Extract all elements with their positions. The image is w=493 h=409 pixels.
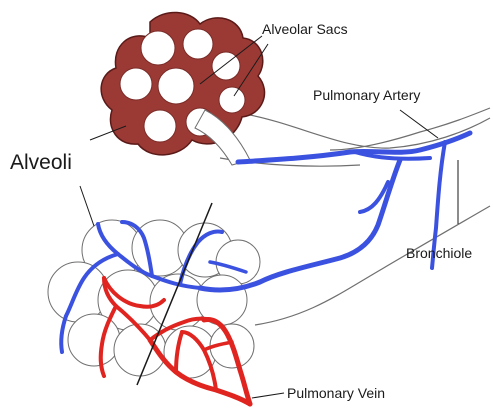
sac-opening-5	[158, 68, 194, 104]
bronchiole-upper-wall	[250, 115, 490, 148]
label-alveolar-sacs: Alveolar Sacs	[262, 22, 348, 36]
sac-opening-6	[219, 87, 245, 113]
bronchiole-inner-wall	[330, 108, 490, 150]
bronchiole-lower-wall	[255, 206, 490, 325]
leader-pulmonary-vein	[252, 393, 284, 398]
label-alveoli: Alveoli	[10, 152, 72, 173]
sac-opening-2	[183, 29, 213, 59]
sac-opening-4	[120, 68, 152, 100]
artery-main-trunk	[238, 133, 470, 162]
artery-cluster-branch-5	[61, 316, 66, 352]
alveoli-cluster	[48, 220, 260, 378]
label-pulmonary-artery: Pulmonary Artery	[313, 88, 420, 102]
label-bronchiole: Bronchiole	[406, 246, 472, 260]
alveolar-sac-cluster	[101, 12, 264, 165]
sac-opening-7	[144, 110, 176, 142]
sac-opening-1	[141, 31, 175, 65]
alveolus-9	[68, 314, 120, 366]
leader-alveoli-lower	[80, 186, 94, 226]
leader-pulmonary-artery	[400, 110, 438, 138]
label-pulmonary-vein: Pulmonary Vein	[287, 386, 385, 400]
